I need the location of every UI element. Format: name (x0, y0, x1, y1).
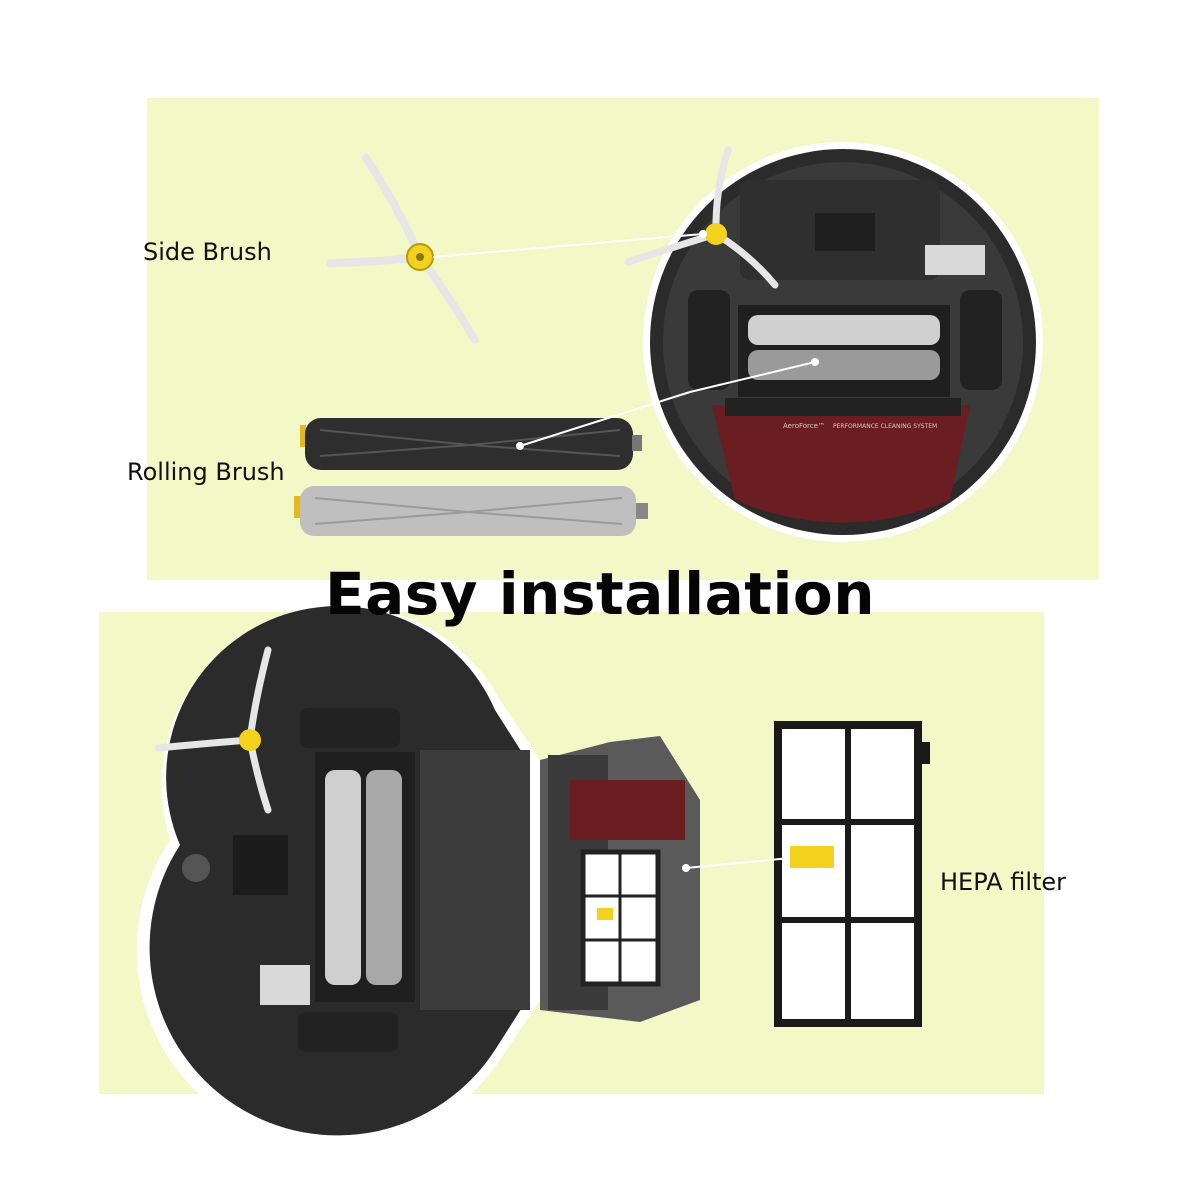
hepa-filter-label: HEPA filter (940, 868, 1067, 896)
rolling-brush-gray-image (294, 486, 648, 536)
pointer-line-bottom (682, 857, 791, 872)
cleaning-system-print: PERFORMANCE CLEANING SYSTEM (833, 423, 937, 430)
robot-underside-bottom-image (136, 605, 540, 1149)
easy-installation-headline: Easy installation (325, 560, 875, 628)
side-brush-label: Side Brush (143, 238, 272, 266)
dust-bin-open-image (540, 736, 700, 1022)
pointer-lines-top (432, 230, 819, 450)
rolling-brush-label: Rolling Brush (127, 458, 285, 486)
hepa-filter-image (774, 721, 930, 1027)
aeroforce-print: AeroForce™ (783, 422, 825, 430)
side-brush-image (326, 154, 479, 344)
robot-underside-top-image: AeroForce™ PERFORMANCE CLEANING SYSTEM (624, 142, 1043, 542)
rolling-brush-black-image (300, 418, 642, 470)
